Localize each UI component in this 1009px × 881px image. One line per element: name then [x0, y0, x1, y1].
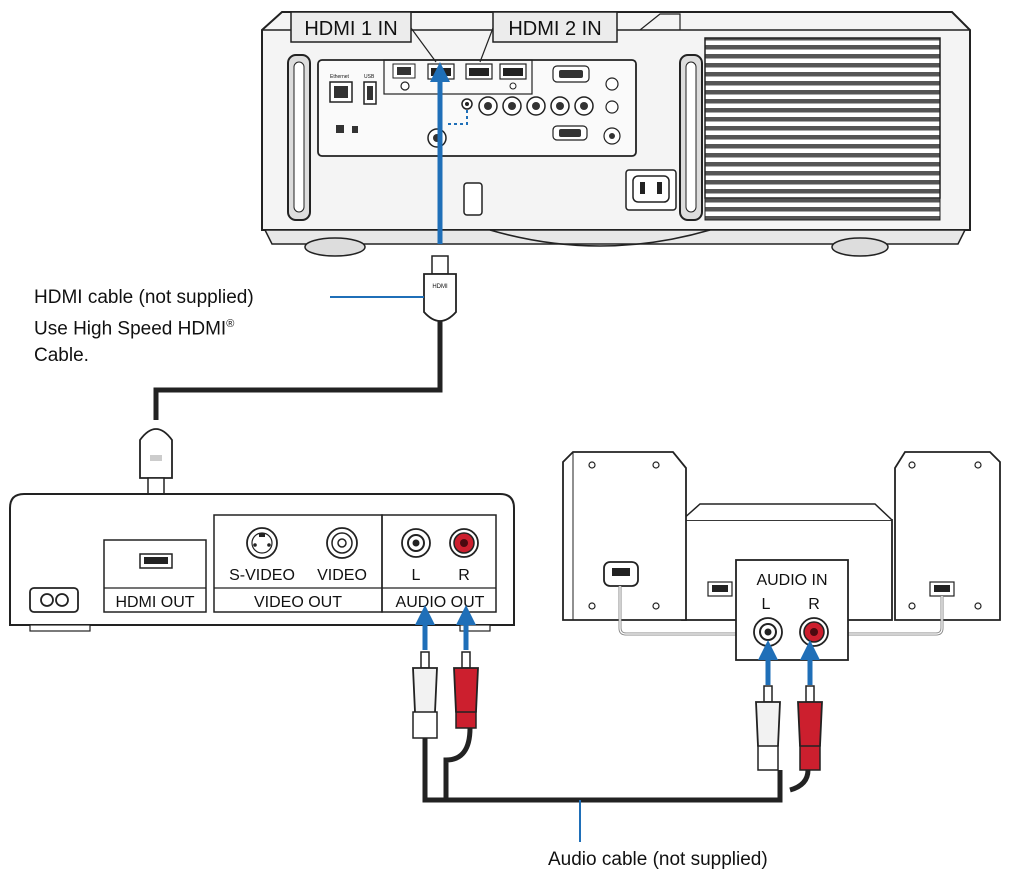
audio-cable [412, 651, 823, 842]
projector-foot-left [304, 237, 366, 257]
rca-plug-device-left [412, 651, 438, 739]
audio-out-right-label: R [458, 567, 470, 584]
hdmi-cable: HDMI [139, 255, 457, 495]
svideo-label: S-VIDEO [229, 567, 295, 584]
projector-rca-row [461, 96, 594, 116]
audio-in-right-jack [799, 617, 829, 647]
audio-in-label: AUDIO IN [756, 572, 827, 589]
hdmi-1-in-label: HDMI 1 IN [304, 18, 397, 40]
hdmi-plug-projector [423, 273, 457, 322]
video-port [326, 527, 358, 559]
audio-in-right-label: R [808, 596, 820, 613]
audio-out-right-jack [449, 528, 479, 558]
audio-out-left-jack [401, 528, 431, 558]
video-out-label: VIDEO OUT [254, 594, 342, 611]
rca-plug-speaker-left [755, 685, 781, 771]
audio-cable-caption: Audio cable (not supplied) [548, 849, 768, 870]
video-label: VIDEO [317, 567, 367, 584]
projector: Ethernet USB [261, 11, 971, 257]
source-device: HDMI OUT S-VIDEO VIDEO VIDEO OUT [9, 493, 515, 632]
hdmi-cable-caption: HDMI cable (not supplied) Use High Speed… [34, 284, 254, 369]
audio-in-left-label: L [762, 596, 771, 613]
registered-mark: ® [226, 318, 235, 330]
hdmi-2-in-tag: HDMI 2 IN [479, 11, 618, 63]
rca-plug-speaker-right [797, 685, 823, 771]
svg-text:USB: USB [364, 74, 375, 80]
speaker-system: AUDIO IN L R [562, 451, 1001, 661]
hdmi-out-label: HDMI OUT [115, 594, 194, 611]
speaker-left [562, 451, 687, 621]
power-inlet [29, 587, 79, 613]
hdmi-cable-caption-line3: Cable. [34, 345, 89, 367]
svideo-port [246, 527, 278, 559]
hdmi-cable-caption-line2: Use High Speed HDMI® [34, 318, 235, 340]
audio-arrows [415, 605, 820, 685]
audio-in-panel [735, 559, 849, 661]
hdmi-cable-caption-line1: HDMI cable (not supplied) [34, 287, 254, 308]
speaker-right [894, 451, 1001, 621]
hdmi-2-in-label: HDMI 2 IN [508, 18, 601, 40]
rca-plug-device-right [453, 651, 479, 729]
hdmi-plug-device [139, 428, 173, 479]
projector-foot-right [831, 237, 889, 257]
projector-vent [704, 37, 941, 199]
audio-out-label: AUDIO OUT [396, 594, 485, 611]
audio-out-left-label: L [412, 567, 421, 584]
svg-text:Ethernet: Ethernet [330, 74, 350, 80]
audio-in-left-jack [753, 617, 783, 647]
hdmi-1-in-tag: HDMI 1 IN [290, 11, 437, 63]
hdmi-plug-label: HDMI [432, 284, 448, 290]
